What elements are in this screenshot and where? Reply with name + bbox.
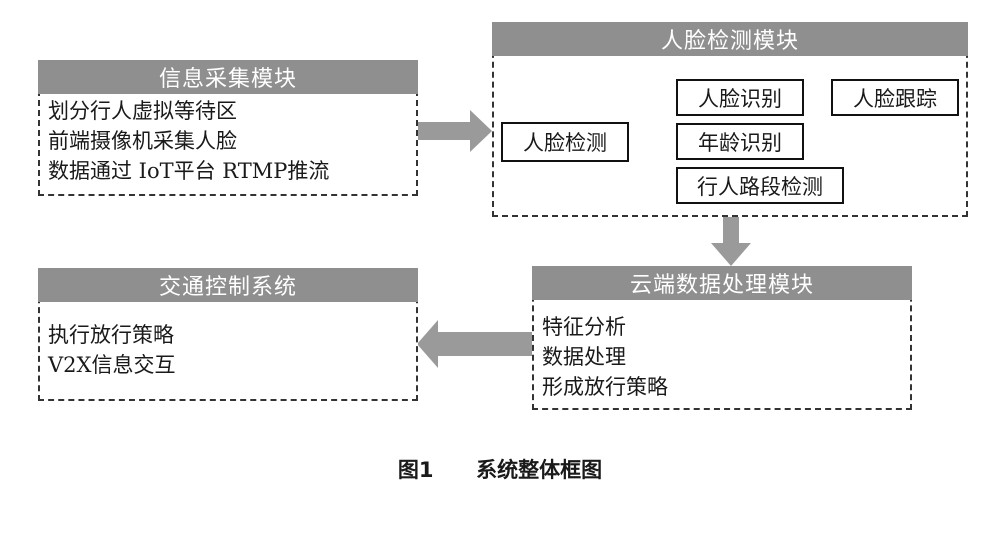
arrow-detection-to-cloud [711, 217, 751, 266]
node-face-tracking: 人脸跟踪 [831, 79, 959, 116]
arrow-cloud-to-traffic [417, 320, 532, 368]
figure-number: 图1 [397, 458, 434, 482]
info-collection-line-1: 划分行人虚拟等待区 [48, 99, 237, 123]
face-detection-title: 人脸检测模块 [492, 22, 968, 56]
traffic-control-module: 交通控制系统 执行放行策略 V2X信息交互 [38, 268, 418, 401]
figure-caption: 图1 系统整体框图 [0, 454, 1000, 484]
info-collection-body: 划分行人虚拟等待区 前端摄像机采集人脸 数据通过 IoT平台 RTMP推流 [48, 96, 408, 186]
traffic-control-line-1: 执行放行策略 [48, 323, 174, 347]
node-age-recognition: 年龄识别 [676, 123, 804, 160]
cloud-processing-module: 云端数据处理模块 特征分析 数据处理 形成放行策略 [532, 266, 912, 410]
info-collection-line-2: 前端摄像机采集人脸 [48, 129, 237, 153]
cloud-processing-line-1: 特征分析 [542, 315, 626, 339]
info-collection-module: 信息采集模块 划分行人虚拟等待区 前端摄像机采集人脸 数据通过 IoT平台 RT… [38, 60, 418, 196]
face-detection-module: 人脸检测模块 [492, 22, 968, 217]
traffic-control-body: 执行放行策略 V2X信息交互 [48, 320, 408, 380]
cloud-processing-line-3: 形成放行策略 [542, 375, 668, 399]
figure-title: 系统整体框图 [476, 458, 603, 482]
node-face-recognition: 人脸识别 [676, 79, 804, 116]
node-pedestrian-segment-detection: 行人路段检测 [676, 167, 844, 204]
traffic-control-title: 交通控制系统 [38, 268, 418, 302]
info-collection-line-3: 数据通过 IoT平台 RTMP推流 [48, 159, 330, 183]
traffic-control-line-2: V2X信息交互 [48, 353, 176, 377]
cloud-processing-body: 特征分析 数据处理 形成放行策略 [542, 312, 902, 402]
cloud-processing-line-2: 数据处理 [542, 345, 626, 369]
info-collection-title: 信息采集模块 [38, 60, 418, 94]
arrow-info-to-detection [418, 110, 492, 152]
cloud-processing-title: 云端数据处理模块 [532, 266, 912, 300]
node-face-detection: 人脸检测 [501, 122, 629, 162]
